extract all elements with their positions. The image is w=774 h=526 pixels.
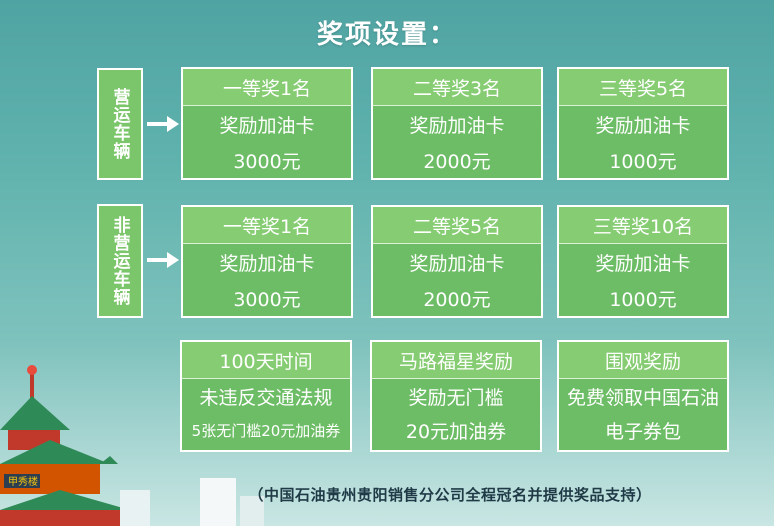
prize-card-amount: 3000元: [233, 150, 301, 173]
prize-card-2-3: 三等奖10名 奖励加油卡 1000元: [557, 205, 729, 318]
prize-card-amount: 2000元: [423, 288, 491, 311]
special-award-line: 免费领取中国石油: [566, 386, 719, 409]
prize-card-1-3: 三等奖5名 奖励加油卡 1000元: [557, 67, 729, 180]
special-award-lucky-star: 马路福星奖励 奖励无门槛 20元加油券: [370, 340, 542, 452]
city-skyline-illustration: [120, 478, 264, 526]
group-label-text: 营运车辆: [109, 88, 130, 160]
pagoda-sign: 甲秀楼: [8, 477, 38, 488]
special-award-line: 20元加油券: [405, 420, 507, 443]
prize-card-head: 三等奖5名: [559, 69, 727, 106]
prize-card-line: 奖励加油卡: [595, 252, 691, 275]
prize-card-2-2: 二等奖5名 奖励加油卡 2000元: [371, 205, 543, 318]
prize-card-line: 奖励加油卡: [219, 114, 315, 137]
special-award-line: 未违反交通法规: [199, 386, 333, 409]
right-arrow-icon: [147, 116, 179, 132]
special-award-head: 围观奖励: [559, 342, 727, 379]
prize-card-amount: 1000元: [609, 150, 677, 173]
prize-card-1-2: 二等奖3名 奖励加油卡 2000元: [371, 67, 543, 180]
prize-card-head: 一等奖1名: [183, 69, 351, 106]
special-award-onlooker: 围观奖励 免费领取中国石油 电子券包: [557, 340, 729, 452]
special-award-head: 100天时间: [182, 342, 350, 379]
special-award-line: 电子券包: [604, 420, 681, 443]
page-title: 奖项设置：: [316, 20, 457, 50]
prize-card-head: 一等奖1名: [183, 207, 351, 244]
prize-card-2-1: 一等奖1名 奖励加油卡 3000元: [181, 205, 353, 318]
pagoda-illustration: [0, 365, 130, 526]
prize-card-amount: 2000元: [423, 150, 491, 173]
group-label-non-operating: 非营运车辆: [97, 204, 143, 318]
prize-card-head: 三等奖10名: [559, 207, 727, 244]
special-award-head: 马路福星奖励: [372, 342, 540, 379]
right-arrow-icon: [147, 252, 179, 268]
prize-card-head: 二等奖5名: [373, 207, 541, 244]
special-award-no-violation: 100天时间 未违反交通法规 5张无门槛20元加油券: [180, 340, 352, 452]
prize-card-line: 奖励加油卡: [595, 114, 691, 137]
prize-card-amount: 3000元: [233, 288, 301, 311]
prize-card-line: 奖励加油卡: [409, 114, 505, 137]
group-label-operating: 营运车辆: [97, 68, 143, 180]
prize-card-line: 奖励加油卡: [409, 252, 505, 275]
prize-card-amount: 1000元: [609, 288, 677, 311]
prize-card-line: 奖励加油卡: [219, 252, 315, 275]
prize-card-1-1: 一等奖1名 奖励加油卡 3000元: [181, 67, 353, 180]
group-label-text: 非营运车辆: [109, 216, 130, 306]
footer-sponsor-note: （中国石油贵州贵阳销售分公司全程冠名并提供奖品支持）: [248, 486, 652, 504]
special-award-line: 5张无门槛20元加油券: [191, 421, 341, 440]
prize-card-head: 二等奖3名: [373, 69, 541, 106]
special-award-line: 奖励无门槛: [408, 386, 504, 409]
